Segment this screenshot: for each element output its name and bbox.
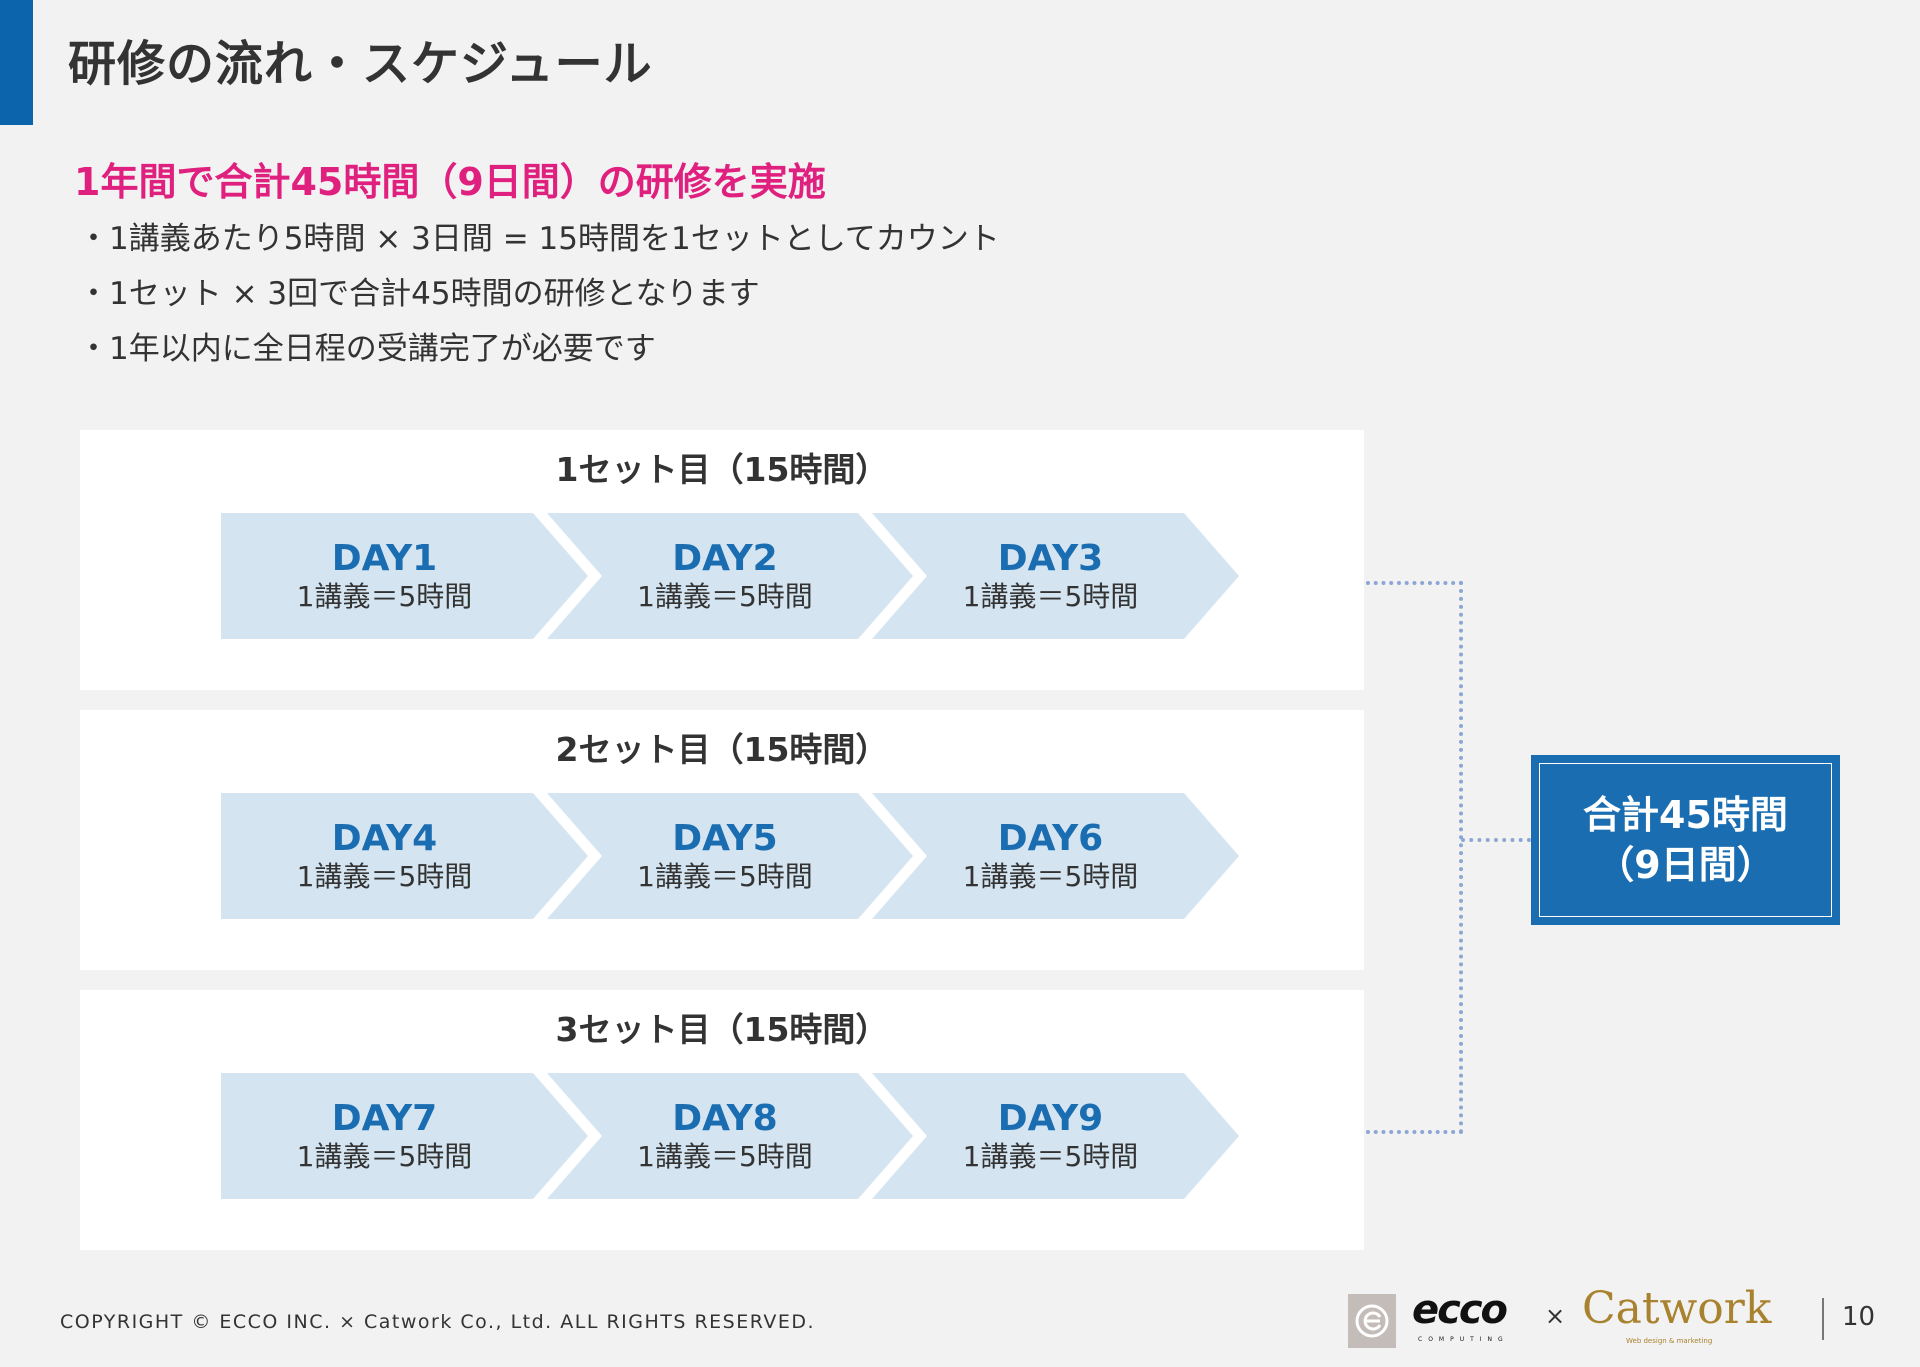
ecco-logo-sub: COMPUTING <box>1418 1336 1509 1343</box>
day-hours: 1講義＝5時間 <box>962 1140 1139 1173</box>
divider <box>1822 1298 1824 1340</box>
day-hours: 1講義＝5時間 <box>296 580 473 613</box>
total-days: （9日間） <box>1596 843 1775 887</box>
bullet-item: ・1講義あたり5時間 × 3日間 = 15時間を1セットとしてカウント <box>78 221 1000 257</box>
day-step: DAY5 1講義＝5時間 <box>547 793 913 919</box>
day-label: DAY3 <box>997 538 1104 579</box>
ecco-logo: ecco <box>1412 1287 1508 1333</box>
total-box: 合計45時間 （9日間） <box>1531 755 1840 925</box>
catwork-logo: Catwork <box>1582 1283 1772 1334</box>
day-step: DAY9 1講義＝5時間 <box>872 1073 1239 1199</box>
headline: 1年間で合計45時間（9日間）の研修を実施 <box>74 160 826 204</box>
day-hours: 1講義＝5時間 <box>637 1140 813 1173</box>
bullet-item: ・1セット × 3回で合計45時間の研修となります <box>78 276 760 312</box>
connector-line <box>1366 1130 1463 1134</box>
day-step: DAY6 1講義＝5時間 <box>872 793 1239 919</box>
day-label: DAY7 <box>331 1098 438 1139</box>
ecco-emblem-icon <box>1348 1294 1396 1348</box>
page-title: 研修の流れ・スケジュール <box>68 36 653 92</box>
day-label: DAY5 <box>672 818 778 859</box>
day-step: DAY8 1講義＝5時間 <box>547 1073 913 1199</box>
day-label: DAY4 <box>331 818 438 859</box>
day-step: DAY2 1講義＝5時間 <box>547 513 913 639</box>
page-number: 10 <box>1842 1302 1876 1332</box>
catwork-logo-sub: Web design & marketing <box>1626 1337 1713 1345</box>
day-step: DAY7 1講義＝5時間 <box>221 1073 588 1199</box>
day-hours: 1講義＝5時間 <box>962 580 1139 613</box>
day-step: DAY3 1講義＝5時間 <box>872 513 1239 639</box>
connector-line <box>1366 581 1463 585</box>
accent-bar <box>0 0 33 125</box>
day-label: DAY2 <box>672 538 778 579</box>
set-title: 1セット目（15時間） <box>555 450 889 489</box>
connector-line <box>1461 838 1531 842</box>
day-hours: 1講義＝5時間 <box>637 580 813 613</box>
set-panel: 1セット目（15時間） DAY1 1講義＝5時間 DAY2 1講義＝5時間 DA… <box>80 430 1364 690</box>
day-label: DAY9 <box>997 1098 1104 1139</box>
bullet-item: ・1年以内に全日程の受講完了が必要です <box>78 331 656 367</box>
day-label: DAY1 <box>331 538 438 579</box>
day-hours: 1講義＝5時間 <box>296 1140 473 1173</box>
day-hours: 1講義＝5時間 <box>296 860 473 893</box>
set-title: 2セット目（15時間） <box>555 730 889 769</box>
day-label: DAY6 <box>997 818 1104 859</box>
connector-line <box>1459 581 1463 1134</box>
set-panel: 3セット目（15時間） DAY7 1講義＝5時間 DAY8 1講義＝5時間 DA… <box>80 990 1364 1250</box>
day-hours: 1講義＝5時間 <box>637 860 813 893</box>
set-title: 3セット目（15時間） <box>555 1010 889 1049</box>
times-sign: × <box>1545 1302 1566 1330</box>
set-panel: 2セット目（15時間） DAY4 1講義＝5時間 DAY5 1講義＝5時間 DA… <box>80 710 1364 970</box>
day-step: DAY1 1講義＝5時間 <box>221 513 588 639</box>
day-step: DAY4 1講義＝5時間 <box>221 793 588 919</box>
day-label: DAY8 <box>672 1098 778 1139</box>
copyright: COPYRIGHT © ECCO INC. × Catwork Co., Ltd… <box>60 1311 816 1333</box>
total-hours: 合計45時間 <box>1583 793 1788 837</box>
day-hours: 1講義＝5時間 <box>962 860 1139 893</box>
